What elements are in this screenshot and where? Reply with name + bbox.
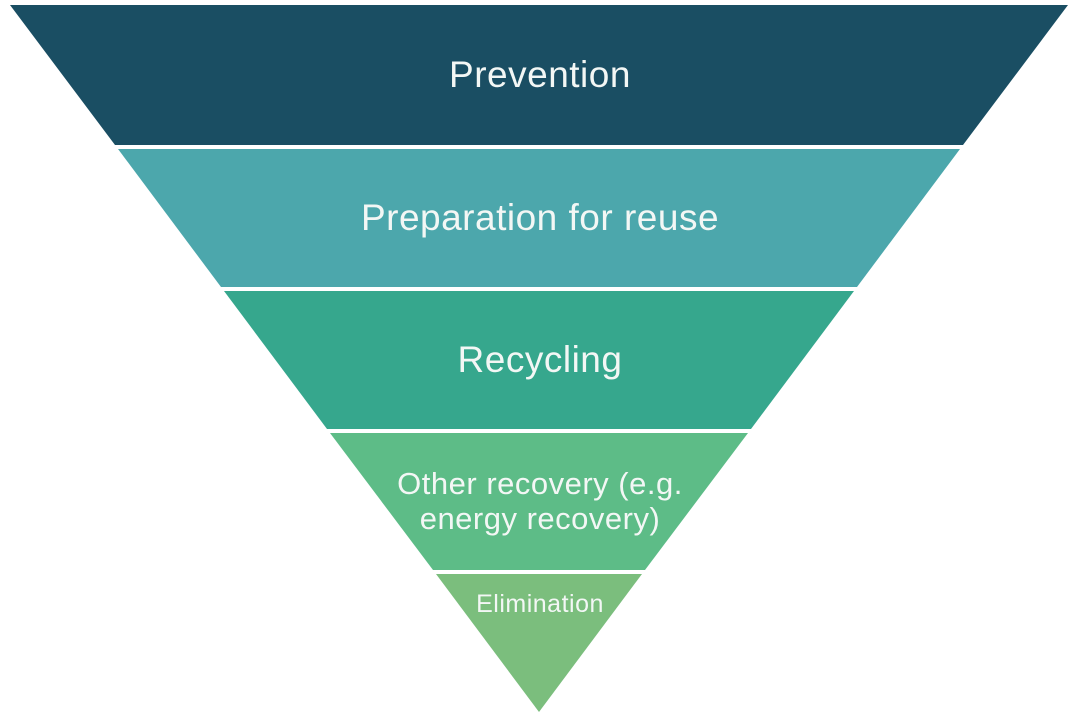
pyramid-layer-elimination-label: Elimination	[476, 590, 604, 618]
pyramid-layer-elimination: Elimination	[436, 574, 642, 712]
pyramid-layer-other-recovery: Other recovery (e.g. energy recovery)	[330, 433, 748, 570]
pyramid-layer-recycling: Recycling	[224, 291, 854, 429]
pyramid-layer-preparation-for-reuse: Preparation for reuse	[118, 149, 960, 287]
pyramid-layer-prevention: Prevention	[10, 5, 1068, 145]
pyramid-layer-other-recovery-label: Other recovery (e.g. energy recovery)	[397, 466, 683, 536]
pyramid-layer-recycling-label: Recycling	[457, 339, 623, 380]
pyramid-layer-preparation-for-reuse-label: Preparation for reuse	[360, 197, 720, 238]
pyramid-layer-prevention-label: Prevention	[449, 54, 631, 95]
